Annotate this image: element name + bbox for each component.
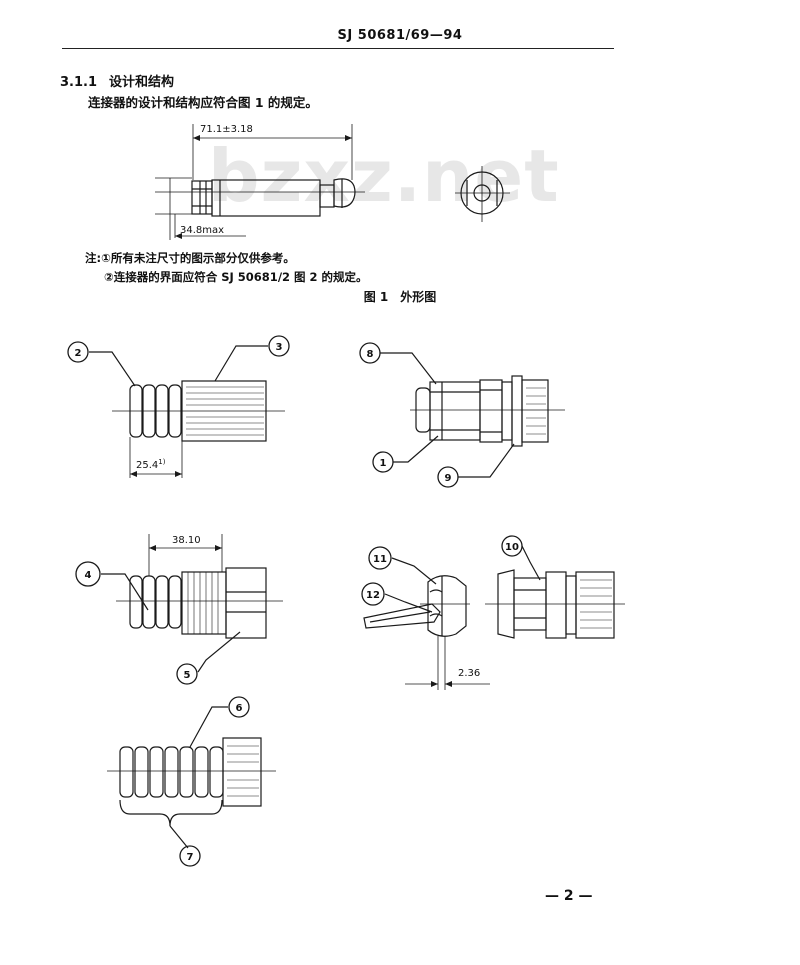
outline-end-view xyxy=(455,166,510,222)
detail-d xyxy=(363,545,625,690)
detail-a xyxy=(89,345,285,478)
header-rule xyxy=(62,48,614,49)
figure-title: 外形图 xyxy=(400,290,437,304)
outline-side-view xyxy=(155,124,365,240)
dim-c-label: 2.36 xyxy=(458,668,480,679)
section-heading: 3.1.1 设计和结构 xyxy=(60,71,174,90)
callout-3: 3 xyxy=(276,342,283,353)
callout-5: 5 xyxy=(184,670,191,681)
callout-7: 7 xyxy=(187,852,194,863)
callout-4: 4 xyxy=(85,570,92,581)
figure-number: 图 1 xyxy=(363,290,389,304)
callout-circles xyxy=(67,335,523,867)
note-2: ②连接器的界面应符合 SJ 50681/2 图 2 的规定。 xyxy=(104,270,368,284)
callout-9: 9 xyxy=(445,473,452,484)
detail-b xyxy=(380,352,565,478)
page-number: — 2 — xyxy=(545,888,593,904)
section-title: 设计和结构 xyxy=(109,75,175,90)
callout-2: 2 xyxy=(75,348,82,359)
dim-b-label: 38.10 xyxy=(172,535,201,546)
detail-e xyxy=(107,706,276,849)
callout-1: 1 xyxy=(380,458,387,469)
figure-caption: 图 1 外形图 xyxy=(0,288,800,305)
detail-c xyxy=(101,534,283,673)
callout-10: 10 xyxy=(505,542,519,553)
dim-overall-label: 71.1±3.18 xyxy=(200,124,253,135)
dim-a-label: 25.41) xyxy=(136,458,166,471)
section-paragraph: 连接器的设计和结构应符合图 1 的规定。 xyxy=(88,95,318,110)
dim-max-label: 34.8max xyxy=(180,225,224,236)
section-number: 3.1.1 xyxy=(60,75,98,90)
standard-number: SJ 50681/69—94 xyxy=(337,28,463,43)
callout-12: 12 xyxy=(366,590,380,601)
note-1: 注:①所有未注尺寸的图示部分仅供参考。 xyxy=(85,251,295,265)
callout-11: 11 xyxy=(373,554,387,565)
callout-8: 8 xyxy=(367,349,374,360)
callout-6: 6 xyxy=(236,703,243,714)
